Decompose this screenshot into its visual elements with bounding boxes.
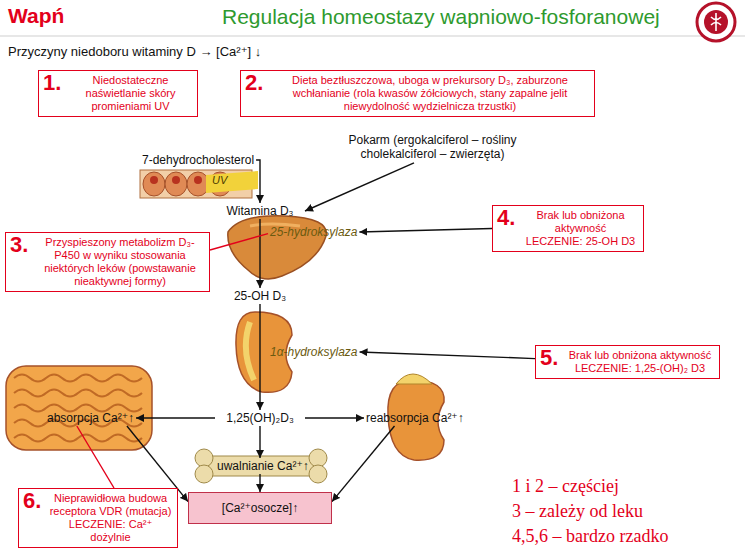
connector bbox=[305, 163, 414, 211]
connector bbox=[256, 160, 260, 203]
connector bbox=[259, 426, 260, 458]
node-text: Witamina D₃ bbox=[217, 204, 303, 218]
node-text: LECZENIE: 1,25-(OH)₂ D3 bbox=[566, 362, 714, 375]
node-text: 1α-hydroksylaza bbox=[270, 345, 358, 359]
node-text: 1,25(OH)₂D₃ bbox=[217, 411, 303, 425]
connector bbox=[359, 228, 492, 232]
intestine-illustration bbox=[6, 366, 152, 450]
skin-illustration bbox=[140, 170, 258, 198]
note: 4,5,6 – bardzo rzadko bbox=[512, 526, 668, 547]
connector bbox=[259, 304, 260, 410]
connector bbox=[332, 426, 395, 502]
title: Regulacja homeostazy wapniowo-fosforanow… bbox=[222, 5, 660, 29]
cause-box: 5. Brak lub obniżona aktywnośćLECZENIE: 1… bbox=[535, 345, 720, 379]
callout-number: 4. bbox=[497, 206, 515, 230]
heading: Wapń bbox=[8, 4, 64, 28]
effect-label: reabsorpcja Ca²⁺↑ bbox=[364, 410, 466, 426]
connector bbox=[360, 352, 535, 359]
plasma-box: [Ca²⁺osocze]↑ bbox=[188, 492, 332, 524]
bone-illustration bbox=[195, 449, 327, 483]
connector bbox=[259, 474, 260, 492]
node-text: Dieta beztłuszczowa, uboga w prekursory … bbox=[271, 74, 589, 113]
food-label: Pokarm (ergokalciferol – rośliny choleka… bbox=[340, 132, 525, 163]
skin-label: 7-dehydrocholesterol bbox=[140, 152, 256, 168]
effect-label: uwalnianie Ca²⁺↑ bbox=[215, 458, 305, 474]
connector bbox=[136, 417, 215, 418]
uv-label: UV bbox=[212, 174, 227, 186]
header-rule bbox=[0, 36, 745, 37]
callout-number: 1. bbox=[43, 71, 61, 95]
node-text: [Ca²⁺osocze]↑ bbox=[193, 501, 327, 515]
enzyme-label: 1α-hydroksylaza bbox=[268, 344, 360, 360]
callout-number: 2. bbox=[245, 71, 263, 95]
cause-box: 2. Dieta beztłuszczowa, uboga w prekursor… bbox=[240, 70, 595, 117]
note: 1 i 2 – częściej bbox=[512, 476, 619, 497]
node-text: absorpcja Ca²⁺↑ bbox=[47, 411, 134, 425]
substance-label: 25-OH D₃ bbox=[215, 288, 305, 304]
university-logo bbox=[697, 3, 735, 41]
callout-number: 5. bbox=[540, 346, 558, 370]
connector bbox=[305, 417, 364, 418]
node-text: Pokarm (ergokalciferol – rośliny choleka… bbox=[342, 133, 523, 162]
effect-label: absorpcja Ca²⁺↑ bbox=[45, 410, 136, 426]
connector bbox=[259, 219, 260, 288]
enzyme-label: 25-hydroksylaza bbox=[268, 224, 359, 240]
node-text: Brak lub obniżona aktywność bbox=[566, 349, 714, 362]
callout-number: 6. bbox=[23, 489, 41, 513]
substance-label: Witamina D₃ bbox=[215, 203, 305, 219]
connector bbox=[77, 426, 114, 488]
node-text: reabsorpcja Ca²⁺↑ bbox=[366, 411, 464, 425]
connector bbox=[210, 234, 268, 250]
node-text: Nieprawidłowa budowa receptora VDR (muta… bbox=[49, 492, 172, 518]
node-text: 25-OH D₃ bbox=[217, 289, 303, 303]
cause-box: 1. Niedostateczne naświetlanie skóry prom… bbox=[38, 70, 198, 117]
node-text: Przyspieszony metabolizm D₃-P450 w wynik… bbox=[36, 236, 204, 288]
node-text: uwalnianie Ca²⁺↑ bbox=[217, 459, 303, 473]
node-text: LECZENIE: Ca²⁺ dożylnie bbox=[49, 518, 172, 544]
cause-box: 6. Nieprawidłowa budowa receptora VDR (mu… bbox=[18, 488, 178, 548]
node-text: LECZENIE: 25-OH D3 bbox=[523, 235, 638, 248]
cause-box: 4. Brak lub obniżona aktywnośćLECZENIE: 2… bbox=[492, 205, 644, 252]
node-text: 7-dehydrocholesterol bbox=[142, 153, 254, 167]
note: 3 – zależy od leku bbox=[512, 501, 643, 522]
callout-number: 3. bbox=[10, 233, 28, 257]
substance-label: 1,25(OH)₂D₃ bbox=[215, 410, 305, 426]
node-text: Niedostateczne naświetlanie skóry promie… bbox=[69, 74, 192, 113]
node-text: Brak lub obniżona aktywność bbox=[523, 209, 638, 235]
subtitle: Przyczyny niedoboru witaminy D → [Ca²⁺] … bbox=[8, 44, 261, 59]
node-text: 25-hydroksylaza bbox=[270, 225, 357, 239]
cause-box: 3. Przyspieszony metabolizm D₃-P450 w wyn… bbox=[5, 232, 210, 292]
